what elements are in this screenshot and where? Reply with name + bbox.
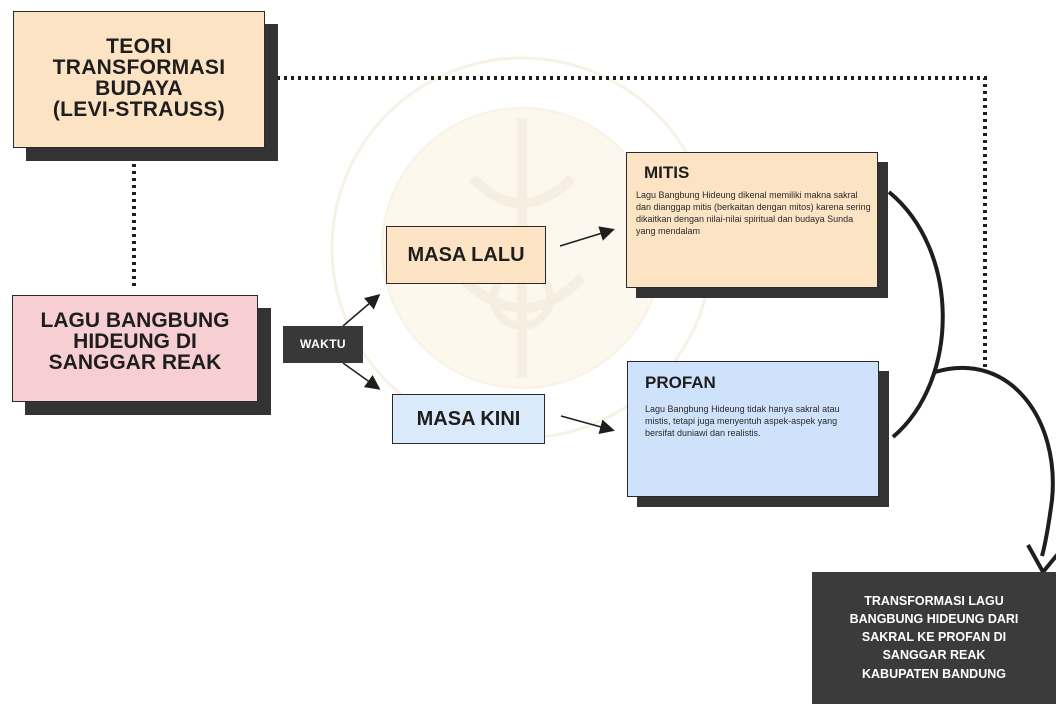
profan-body: Lagu Bangbung Hideung tidak hanya sakral… xyxy=(645,404,840,439)
node-teori-label: TEORI TRANSFORMASI BUDAYA (LEVI-STRAUSS) xyxy=(52,35,226,121)
arrow-waktu-masa-lalu xyxy=(342,294,381,327)
mitis-title: MITIS xyxy=(644,163,690,182)
node-result-label: TRANSFORMASI LAGU BANGBUNG HIDEUNG DARI … xyxy=(849,594,1019,681)
curve-arrow-to-result xyxy=(934,365,1055,557)
dotted-connector-teori-result xyxy=(270,76,987,372)
node-masa-kini: MASA KINI xyxy=(392,394,545,444)
curve-mitis-profan xyxy=(887,190,945,439)
arrow-masa-lalu-mitis xyxy=(559,226,615,247)
node-teori: TEORI TRANSFORMASI BUDAYA (LEVI-STRAUSS) xyxy=(13,11,265,148)
mitis-body: Lagu Bangbung Hideung dikenal memiliki m… xyxy=(636,190,871,237)
node-masa-lalu: MASA LALU xyxy=(386,226,546,284)
node-masa-kini-label: MASA KINI xyxy=(416,408,521,430)
node-masa-lalu-label: MASA LALU xyxy=(407,244,525,266)
node-lagu: LAGU BANGBUNG HIDEUNG DI SANGGAR REAK xyxy=(12,295,258,402)
node-mitis: MITIS Lagu Bangbung Hideung dikenal memi… xyxy=(626,152,878,288)
node-result: TRANSFORMASI LAGU BANGBUNG HIDEUNG DARI … xyxy=(812,572,1056,704)
profan-title: PROFAN xyxy=(645,373,716,392)
arrow-masa-kini-profan xyxy=(560,415,615,435)
node-lagu-label: LAGU BANGBUNG HIDEUNG DI SANGGAR REAK xyxy=(40,309,230,374)
node-waktu: WAKTU xyxy=(283,326,363,363)
arrow-waktu-masa-kini xyxy=(342,362,381,390)
node-profan: PROFAN Lagu Bangbung Hideung tidak hanya… xyxy=(627,361,879,497)
